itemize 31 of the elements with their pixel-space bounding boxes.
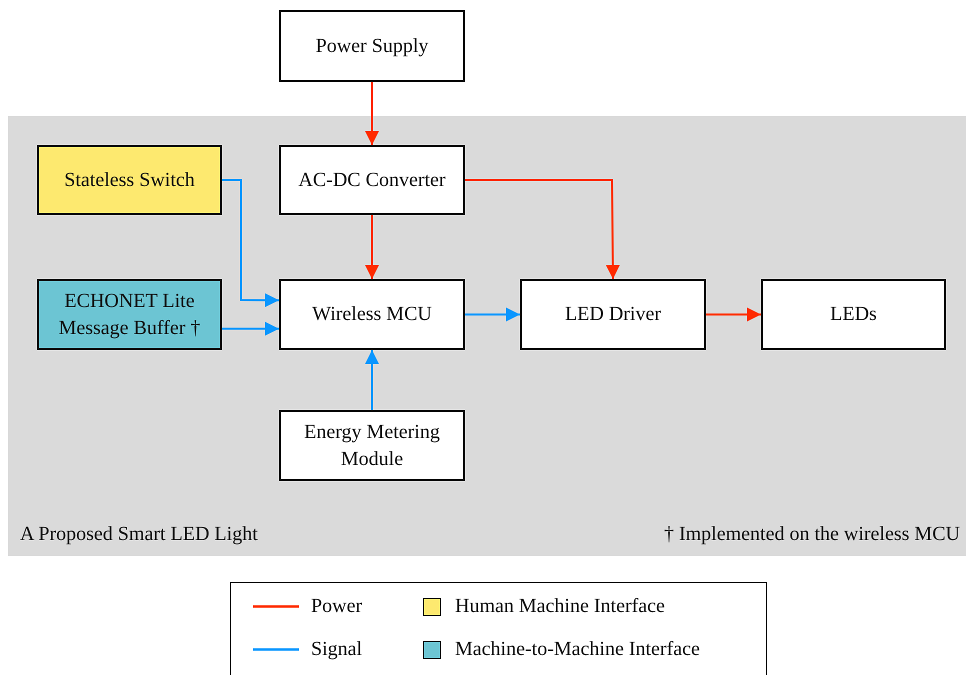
system-panel (8, 116, 966, 556)
block-box (279, 410, 465, 481)
block-box (279, 145, 465, 215)
connector-arrow (365, 215, 379, 279)
connector-arrow (465, 179, 620, 279)
block-label: AC-DC Converter (297, 168, 447, 192)
block-label: ECHONET Lite Message Buffer † (58, 288, 202, 340)
legend-label: Human Machine Interface (455, 596, 665, 616)
block-box (520, 279, 706, 350)
legend-label: Machine-to-Machine Interface (455, 639, 700, 659)
block-box (37, 145, 222, 215)
block-label: LEDs (829, 302, 878, 327)
block-box (761, 279, 946, 350)
connector-arrow (365, 350, 379, 410)
block-label: Wireless MCU (311, 302, 433, 327)
block-box (279, 10, 465, 82)
legend-label: Power (311, 596, 362, 616)
connector-arrow (222, 322, 279, 336)
connector-arrow (465, 308, 520, 322)
connector-arrow (365, 82, 379, 145)
connector-arrow (706, 308, 761, 322)
block-label: Energy Metering Module (303, 420, 441, 472)
block-label: LED Driver (564, 302, 662, 327)
footnote: † Implemented on the wireless MCU (664, 523, 960, 546)
block-box (37, 279, 222, 350)
block-box (279, 279, 465, 350)
panel-title: A Proposed Smart LED Light (20, 523, 258, 546)
block-label: Power Supply (314, 34, 430, 58)
connector-arrow (222, 179, 279, 308)
block-label: Stateless Switch (63, 168, 196, 192)
legend-label: Signal (311, 639, 362, 659)
